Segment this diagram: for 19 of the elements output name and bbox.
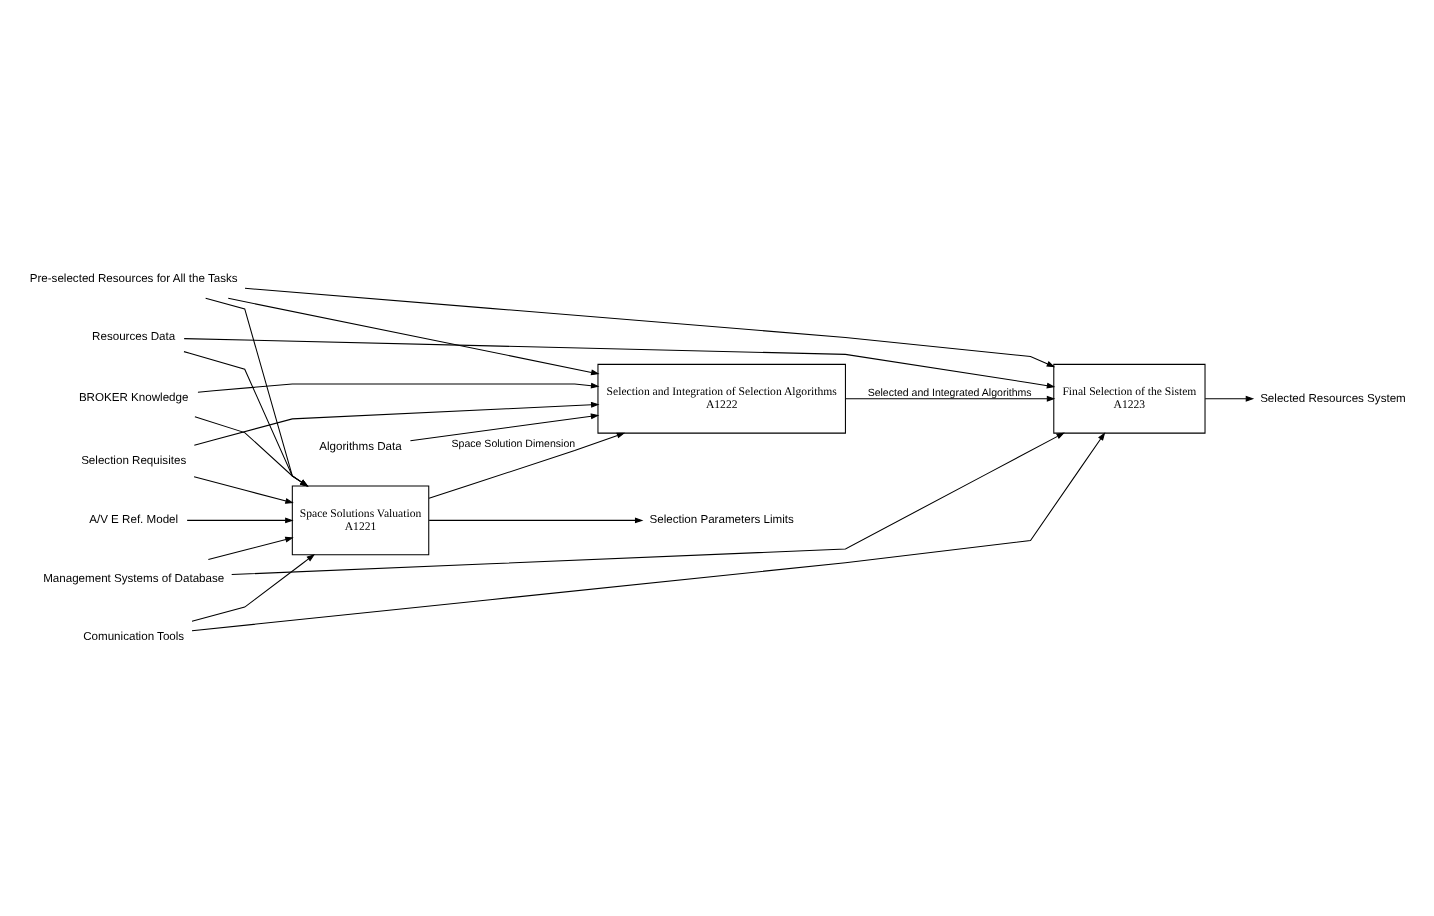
arrow bbox=[185, 517, 293, 524]
arrow bbox=[182, 351, 308, 487]
arrow bbox=[182, 338, 1055, 389]
arrow bbox=[243, 287, 1055, 368]
arrow bbox=[844, 395, 1055, 402]
arrow bbox=[226, 297, 599, 376]
arrow bbox=[192, 476, 293, 504]
arrow bbox=[193, 416, 308, 487]
arrow bbox=[427, 517, 643, 524]
arrow bbox=[1203, 395, 1254, 402]
arrow bbox=[206, 536, 293, 561]
arrow bbox=[196, 382, 599, 393]
arrow bbox=[190, 432, 1105, 632]
arrow bbox=[190, 553, 315, 622]
arrow bbox=[192, 401, 599, 446]
arrow bbox=[230, 432, 1064, 576]
arrow bbox=[408, 413, 599, 442]
arrow bbox=[204, 297, 308, 487]
arrow bbox=[427, 432, 625, 499]
